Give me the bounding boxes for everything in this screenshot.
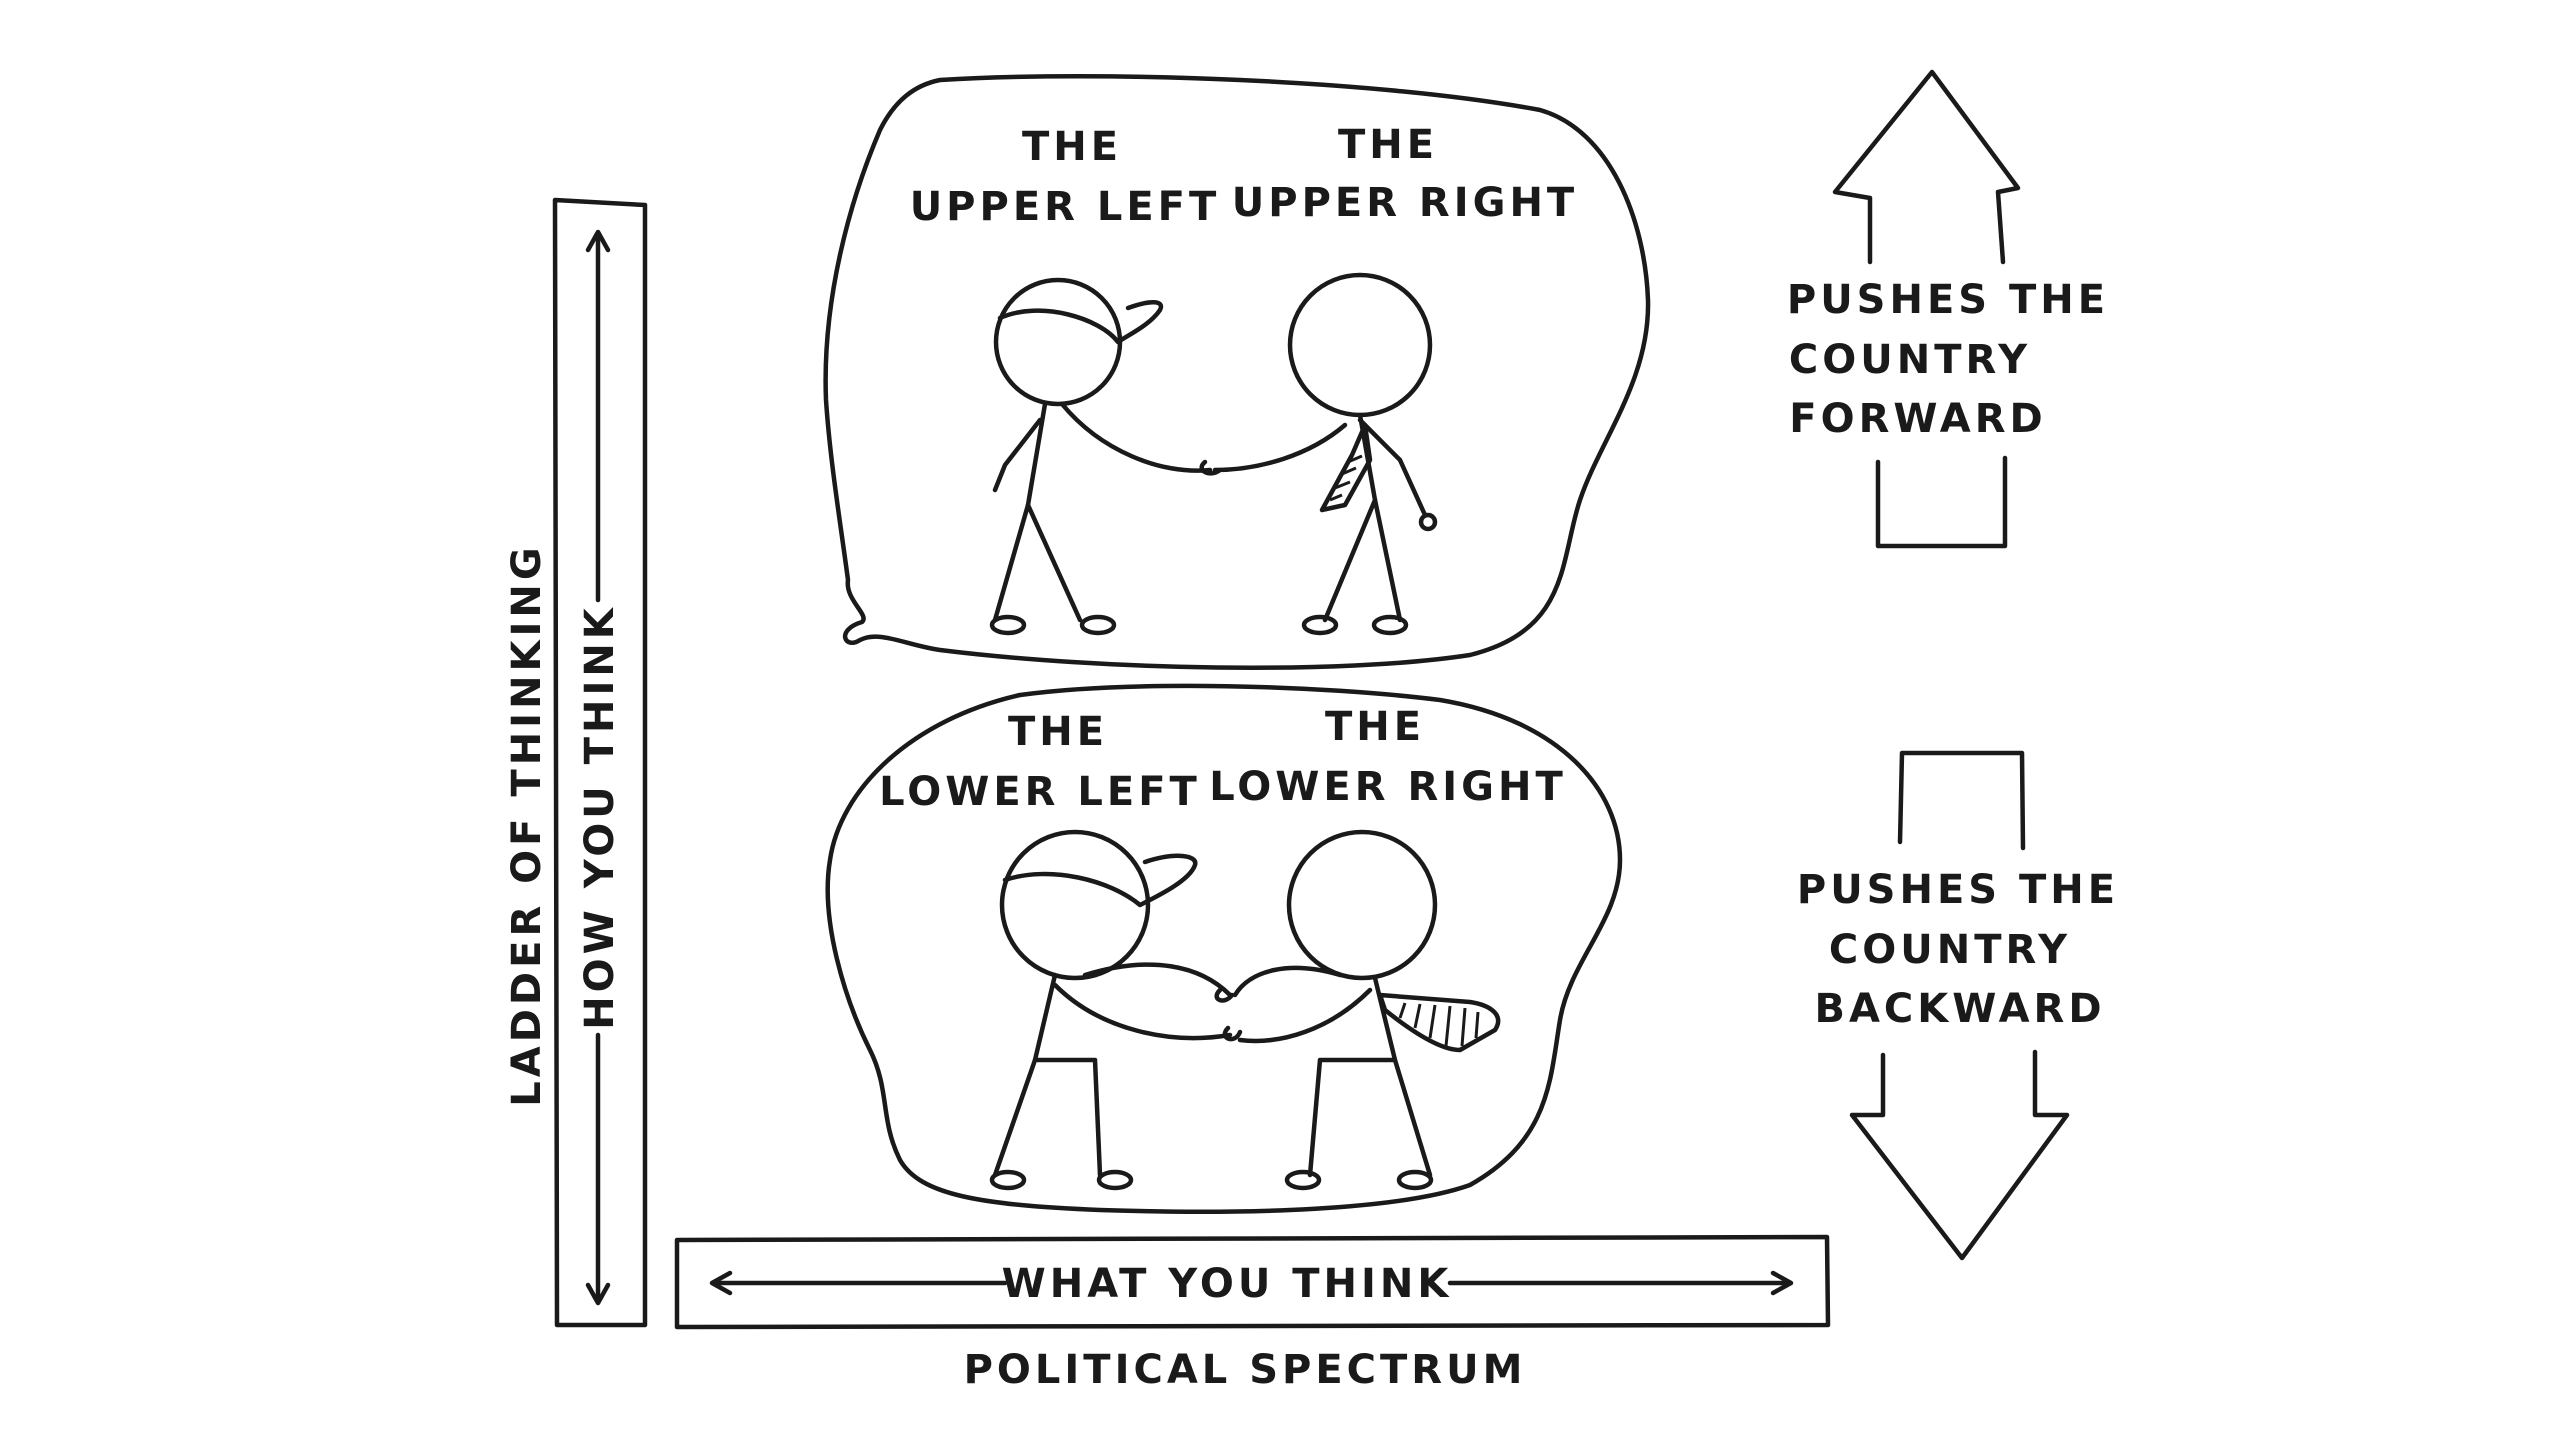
vertical-axis-arrowhead-bottom [585,1282,611,1306]
lower-right-label-line1: THE [1325,704,1425,750]
lower-right-label-line2: LOWER RIGHT [1209,764,1567,810]
vertical-axis: HOW YOU THINK LADDER OF THINKING [504,197,648,1328]
upper-right-label-line2: UPPER RIGHT [1232,180,1578,226]
lower-right-tie [1377,992,1501,1053]
upper-right-head [1287,272,1433,418]
lower-right-figure [1232,829,1501,1191]
backward-arrow-bottom [1849,1049,2070,1261]
upper-left-cap [997,300,1164,345]
horizontal-axis-arrowhead-left [709,1270,733,1296]
lower-left-arm-upper [1082,962,1233,998]
horizontal-axis-bar [674,1234,1831,1330]
horizontal-axis-outer-label: POLITICAL SPECTRUM [964,1347,1527,1393]
lower-left-figure [989,829,1243,1191]
upper-left-label-line2: UPPER LEFT [910,184,1221,230]
lower-left-head [999,829,1151,981]
horizontal-axis-inner-label: WHAT YOU THINK [1002,1261,1453,1307]
horizontal-axis-arrowhead-right [1770,1270,1794,1296]
vertical-axis-arrowhead-top [585,229,611,253]
backward-arrow-top [1897,750,2026,851]
forward-arrow-line1: PUSHES THE [1787,277,2109,323]
lower-right-arm-lower [1237,987,1373,1044]
upper-right-arm-left [1212,422,1348,473]
lower-left-body [992,972,1058,1178]
lower-right-head [1286,829,1438,981]
upper-right-label-line1: THE [1338,122,1438,168]
vertical-axis-outer-label: LADDER OF THINKING [504,543,550,1106]
upper-left-figure [989,277,1213,636]
lower-left-label-line2: LOWER LEFT [879,769,1201,815]
upper-left-body [992,401,1048,623]
upper-right-arm-right [1357,417,1428,518]
lower-left-label-line1: THE [1008,709,1108,755]
horizontal-axis: WHAT YOU THINK POLITICAL SPECTRUM [674,1234,1831,1393]
upper-right-figure [1199,272,1438,636]
vertical-axis-bar [552,197,648,1328]
backward-arrow: PUSHES THE COUNTRY BACKWARD [1797,750,2119,1261]
lower-left-cap [1002,853,1198,908]
forward-arrow-bottom [1875,455,2008,549]
lower-left-arm-lower [1052,982,1233,1041]
upper-left-arm-right [1059,401,1213,473]
lower-right-arm-upper [1232,965,1343,998]
lower-cloud [825,683,1623,1214]
upper-left-head [993,277,1123,407]
vertical-axis-inner-label: HOW YOU THINK [577,604,623,1030]
backward-arrow-line3: BACKWARD [1814,986,2105,1032]
backward-arrow-line1: PUSHES THE [1797,867,2119,913]
forward-arrow: PUSHES THE COUNTRY FORWARD [1787,69,2109,549]
upper-left-label-line1: THE [1022,124,1122,170]
backward-arrow-line2: COUNTRY [1829,927,2071,973]
forward-arrow-top [1832,69,2021,265]
upper-cloud [823,74,1651,670]
upper-right-tie [1319,422,1373,513]
forward-arrow-line2: COUNTRY [1789,337,2031,383]
forward-arrow-line3: FORWARD [1789,396,2046,442]
upper-left-arm-left [992,417,1043,493]
